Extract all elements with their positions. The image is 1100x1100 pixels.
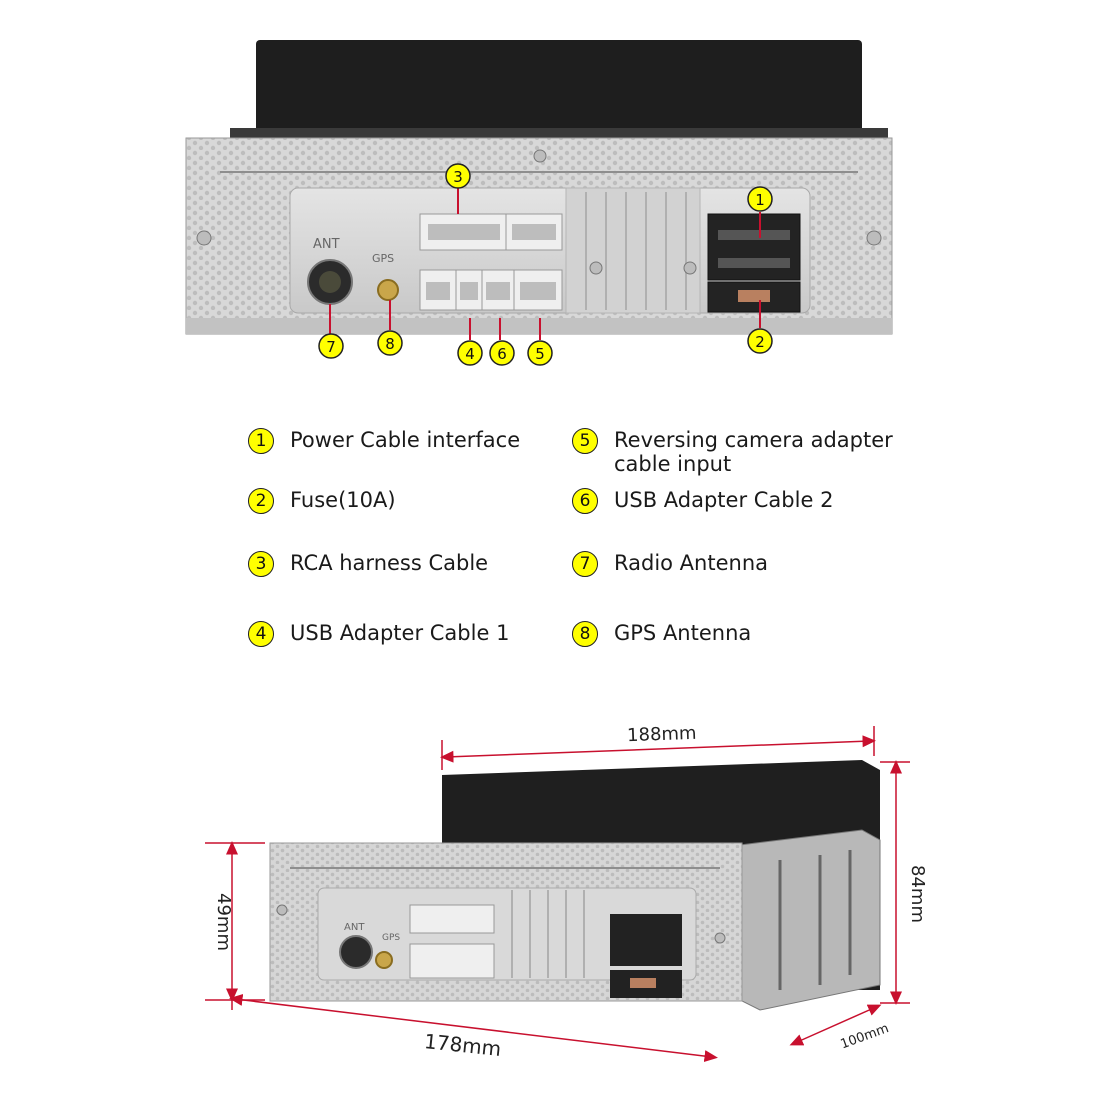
ant-label: ANT: [313, 237, 340, 252]
svg-text:7: 7: [326, 338, 336, 356]
legend-label: RCA harness Cable: [290, 551, 489, 575]
legend-item-8: 8 GPS Antenna: [572, 621, 904, 647]
legend-badge: 3: [248, 551, 274, 577]
legend-item-4: 4 USB Adapter Cable 1: [248, 621, 580, 647]
callout-8: 8: [377, 330, 403, 356]
legend-item-3: 3 RCA harness Cable: [248, 551, 580, 577]
legend-badge: 8: [572, 621, 598, 647]
callout-2: 2: [747, 328, 773, 354]
dim-188mm: 188mm: [627, 723, 697, 746]
callout-4: 4: [457, 340, 483, 366]
legend-item-7: 7 Radio Antenna: [572, 551, 904, 577]
legend-badge: 6: [572, 488, 598, 514]
legend-label: Fuse(10A): [290, 488, 396, 512]
legend-badge: 7: [572, 551, 598, 577]
svg-text:8: 8: [385, 335, 395, 353]
legend-label: USB Adapter Cable 1: [290, 621, 510, 645]
svg-text:4: 4: [465, 345, 475, 363]
legend-item-5: 5 Reversing camera adapter cable input: [572, 428, 894, 476]
rear-panel-diagram: ANT GPS 3 1 2 7 8 4: [185, 40, 893, 366]
legend-item-2: 2 Fuse(10A): [248, 488, 580, 514]
callout-7: 7: [318, 333, 344, 359]
svg-text:1: 1: [755, 191, 765, 209]
screen-back-3d: [442, 760, 880, 990]
side-cage: [739, 829, 881, 1011]
svg-text:2: 2: [755, 333, 765, 351]
callout-3: 3: [445, 163, 471, 189]
callout-1: 1: [747, 186, 773, 212]
svg-text:5: 5: [535, 345, 545, 363]
callout-5: 5: [527, 340, 553, 366]
side-gps-label: GPS: [382, 933, 400, 943]
screen-back: [256, 40, 862, 140]
power-connector: [707, 213, 801, 281]
dim-178mm: 178mm: [423, 1029, 502, 1061]
svg-text:3: 3: [453, 168, 463, 186]
screw-icon: [196, 149, 882, 275]
front-chassis: [269, 842, 743, 1002]
legend-label: USB Adapter Cable 2: [614, 488, 834, 512]
legend-badge: 4: [248, 621, 274, 647]
gps-socket: [377, 279, 399, 301]
side-ant-label: ANT: [344, 922, 365, 933]
legend-label: Radio Antenna: [614, 551, 769, 575]
legend-item-1: 1 Power Cable interface: [248, 428, 580, 454]
legend-label: Power Cable interface: [290, 428, 521, 452]
callout-6: 6: [489, 340, 515, 366]
legend-item-6: 6 USB Adapter Cable 2: [572, 488, 904, 514]
gps-label: GPS: [372, 252, 394, 265]
legend-badge: 5: [572, 428, 598, 454]
legend-badge: 1: [248, 428, 274, 454]
legend-label: Reversing camera adapter cable input: [614, 428, 893, 476]
svg-text:6: 6: [497, 345, 507, 363]
dim-49mm: 49mm: [213, 893, 234, 951]
dim-84mm: 84mm: [907, 865, 928, 923]
legend-label: GPS Antenna: [614, 621, 752, 645]
legend-badge: 2: [248, 488, 274, 514]
dim-100mm: 100mm: [839, 1021, 891, 1052]
